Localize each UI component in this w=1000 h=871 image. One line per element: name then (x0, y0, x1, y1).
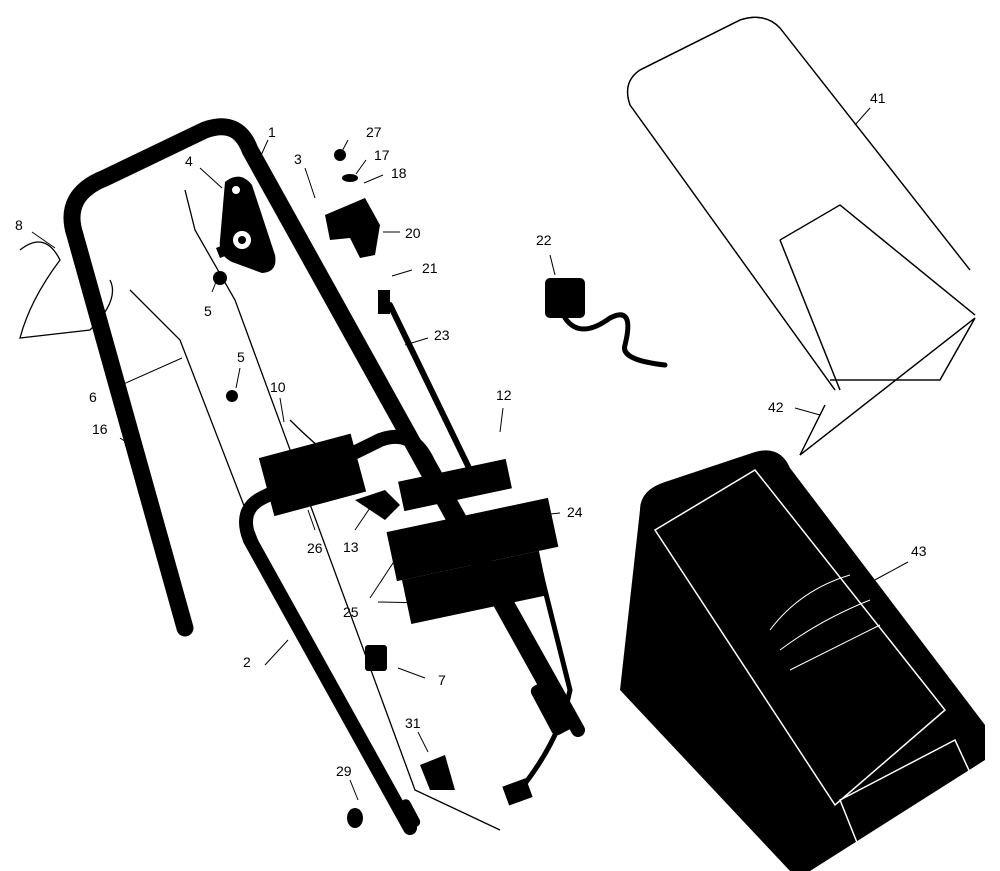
callout-3: 3 (294, 151, 302, 167)
small-parts (213, 271, 533, 828)
callout-17: 17 (374, 147, 390, 163)
callout-labels: 1 2 3 4 5 5 6 7 8 10 12 13 16 17 18 20 2… (15, 90, 927, 779)
callout-43: 43 (911, 543, 927, 559)
callout-7: 7 (438, 672, 446, 688)
callout-27: 27 (366, 124, 382, 140)
switch-housing (325, 149, 380, 258)
callout-41: 41 (870, 90, 886, 106)
upper-handle (63, 118, 574, 736)
callout-16: 16 (92, 421, 108, 437)
callout-12: 12 (496, 387, 512, 403)
callout-29: 29 (336, 763, 352, 779)
wires-and-cables (19, 189, 573, 831)
callout-26: 26 (307, 540, 323, 556)
leader-lines (31, 107, 909, 801)
callout-31: 31 (405, 715, 421, 731)
callout-24: 24 (567, 504, 583, 520)
callout-21: 21 (422, 260, 438, 276)
callout-22: 22 (536, 232, 552, 248)
callout-4: 4 (185, 153, 193, 169)
callout-6: 6 (89, 389, 97, 405)
callout-42: 42 (768, 399, 784, 415)
callout-25: 25 (343, 604, 359, 620)
callout-20: 20 (405, 225, 421, 241)
callout-1: 1 (268, 124, 276, 140)
battery-packs (258, 433, 559, 625)
callout-8: 8 (15, 217, 23, 233)
callout-5b: 5 (237, 349, 245, 365)
callout-2: 2 (243, 654, 251, 670)
lower-handle (239, 429, 585, 835)
callout-18: 18 (391, 165, 407, 181)
shifter-assembly (216, 176, 276, 273)
charger (545, 278, 668, 368)
grass-bag (620, 450, 985, 871)
callout-10: 10 (270, 379, 286, 395)
callout-13: 13 (343, 539, 359, 555)
callout-23: 23 (434, 327, 450, 343)
bag-frame (626, 16, 976, 456)
callout-5a: 5 (204, 303, 212, 319)
